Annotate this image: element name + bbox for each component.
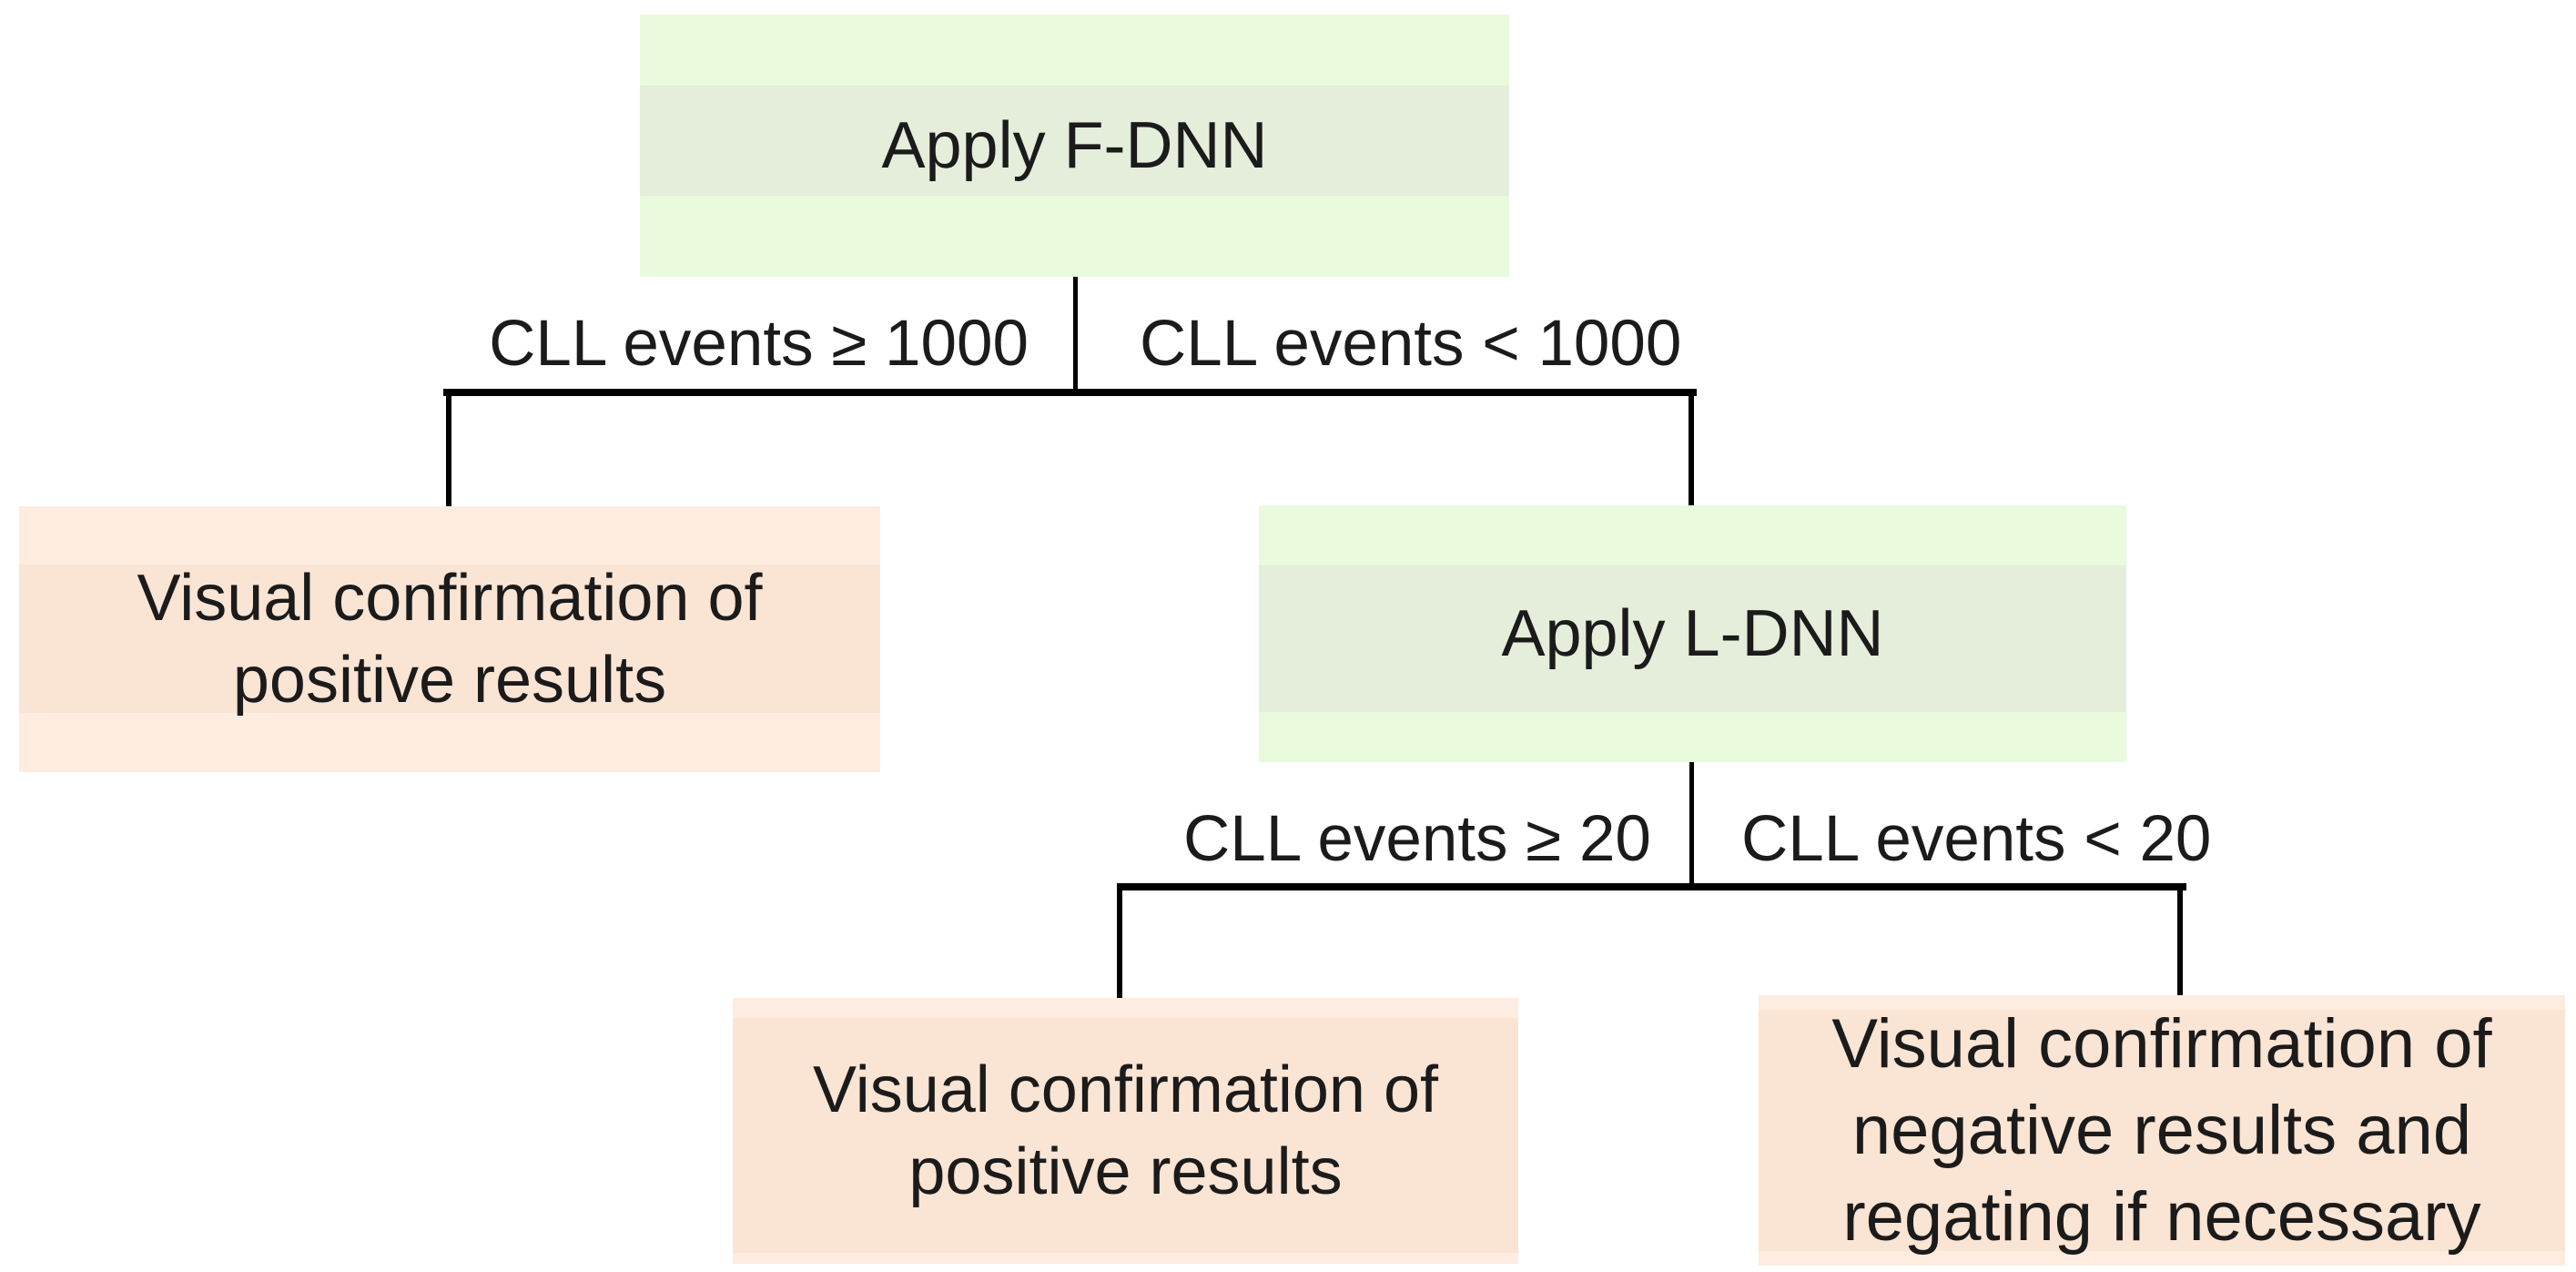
branch-label-cll-ge-1000: CLL events ≥ 1000 (489, 308, 1029, 380)
connector-ldnn-stem (1689, 762, 1694, 887)
connector-level1-left-drop (446, 389, 451, 508)
connector-level1-horizontal (443, 389, 1697, 396)
connector-level2-right-drop (2177, 883, 2183, 997)
node-visual-confirmation-negative: Visual confirmation of negative results … (1759, 995, 2565, 1266)
node-visual-confirmation-positive-level2: Visual confirmation of positive results (733, 998, 1518, 1264)
branch-label-cll-ge-20: CLL events ≥ 20 (1183, 803, 1651, 875)
connector-root-stem (1073, 277, 1078, 392)
node-apply-ldnn: Apply L-DNN (1259, 505, 2126, 762)
branch-label-cll-lt-1000: CLL events < 1000 (1140, 308, 1682, 380)
node-visual-confirmation-positive-level1: Visual confirmation of positive results (19, 506, 880, 772)
branch-label-cll-lt-20: CLL events < 20 (1741, 803, 2212, 875)
connector-level2-horizontal (1117, 883, 2186, 890)
node-apply-fdnn: Apply F-DNN (640, 15, 1509, 277)
connector-level2-left-drop (1117, 883, 1122, 999)
connector-level1-right-drop (1689, 389, 1694, 507)
